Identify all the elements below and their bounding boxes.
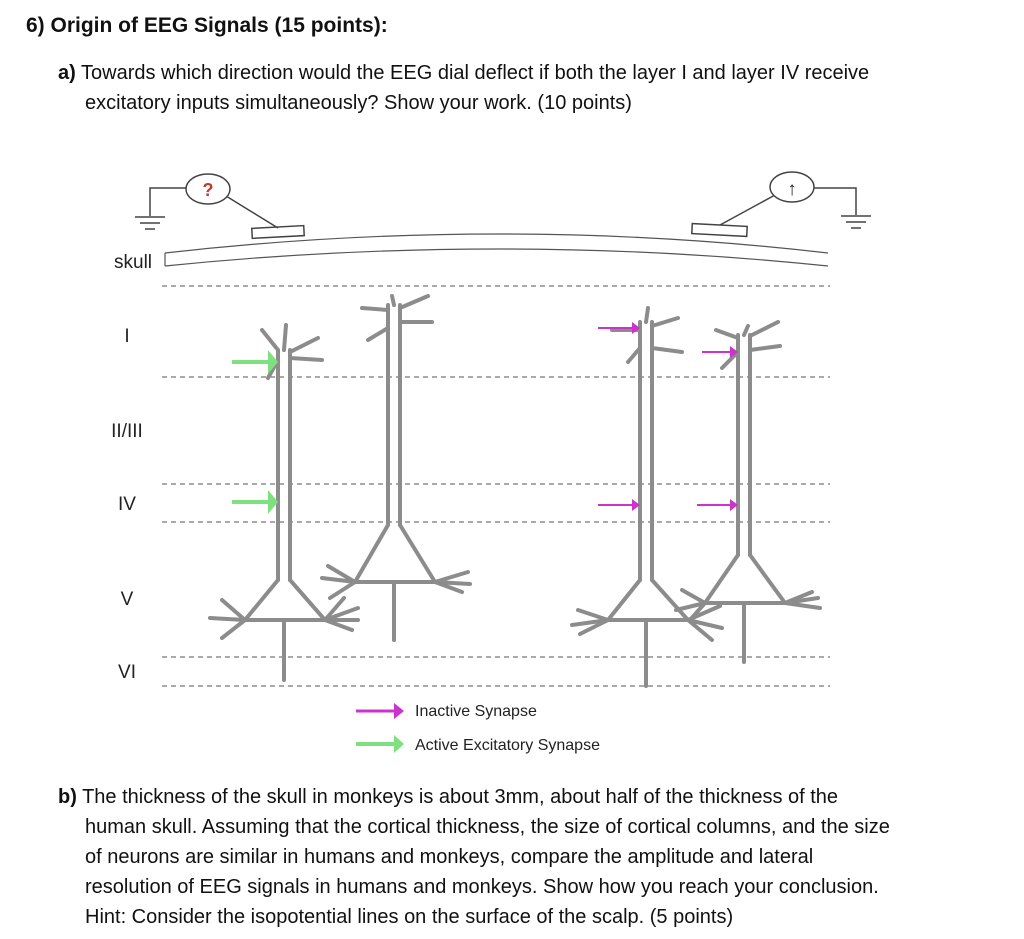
active-synapse-layer-i xyxy=(232,350,278,374)
legend: Inactive Synapse Active Excitatory Synap… xyxy=(356,703,600,754)
part-b-line5: Hint: Consider the isopotential lines on… xyxy=(85,906,734,928)
skull xyxy=(164,233,829,267)
legend-active-label: Active Excitatory Synapse xyxy=(415,737,600,754)
inactive-synapse-2 xyxy=(702,346,738,358)
pyramidal-neuron-2 xyxy=(320,294,472,642)
part-b-label: b) xyxy=(58,786,77,808)
layer-label-vi: VI xyxy=(118,662,136,683)
right-electrode xyxy=(690,187,871,238)
left-electrode xyxy=(135,187,306,240)
part-b-line2: human skull. Assuming that the cortical … xyxy=(85,816,890,838)
inactive-synapse-3 xyxy=(598,499,640,511)
layer-label-v: V xyxy=(121,589,134,610)
pyramidal-neuron-4 xyxy=(674,320,822,664)
inactive-synapse-1 xyxy=(598,322,640,334)
question-title: 6) Origin of EEG Signals (15 points): xyxy=(26,14,388,37)
right-dial: ↑ xyxy=(769,171,815,203)
eeg-diagram: ? ↑ skull I II/III IV V VI xyxy=(111,171,871,754)
layer-label-i: I xyxy=(124,326,129,347)
left-dial: ? xyxy=(185,173,231,205)
part-a-line2: excitatory inputs simultaneously? Show y… xyxy=(85,92,632,114)
skull-label: skull xyxy=(114,252,152,273)
layer-label-iv: IV xyxy=(118,494,136,515)
legend-active-swatch xyxy=(356,735,404,753)
pyramidal-neuron-1 xyxy=(208,323,360,682)
pyramidal-neuron-3 xyxy=(570,306,724,688)
part-a: a) Towards which direction would the EEG… xyxy=(58,58,988,118)
part-b: b) The thickness of the skull in monkeys… xyxy=(58,782,978,932)
right-dial-symbol: ↑ xyxy=(787,179,797,200)
active-synapse-layer-iv xyxy=(232,490,278,514)
part-b-line3: of neurons are similar in humans and mon… xyxy=(85,846,814,868)
left-dial-symbol: ? xyxy=(203,180,214,200)
layer-label-ii-iii: II/III xyxy=(111,421,143,442)
layer-boundaries xyxy=(162,285,830,687)
legend-inactive-label: Inactive Synapse xyxy=(415,703,537,720)
inactive-synapse-4 xyxy=(697,499,738,511)
part-a-line1: Towards which direction would the EEG di… xyxy=(81,62,870,84)
part-b-line4: resolution of EEG signals in humans and … xyxy=(85,876,879,898)
part-a-label: a) xyxy=(58,62,76,84)
part-b-line1: The thickness of the skull in monkeys is… xyxy=(82,786,839,808)
legend-inactive-swatch xyxy=(356,703,404,719)
